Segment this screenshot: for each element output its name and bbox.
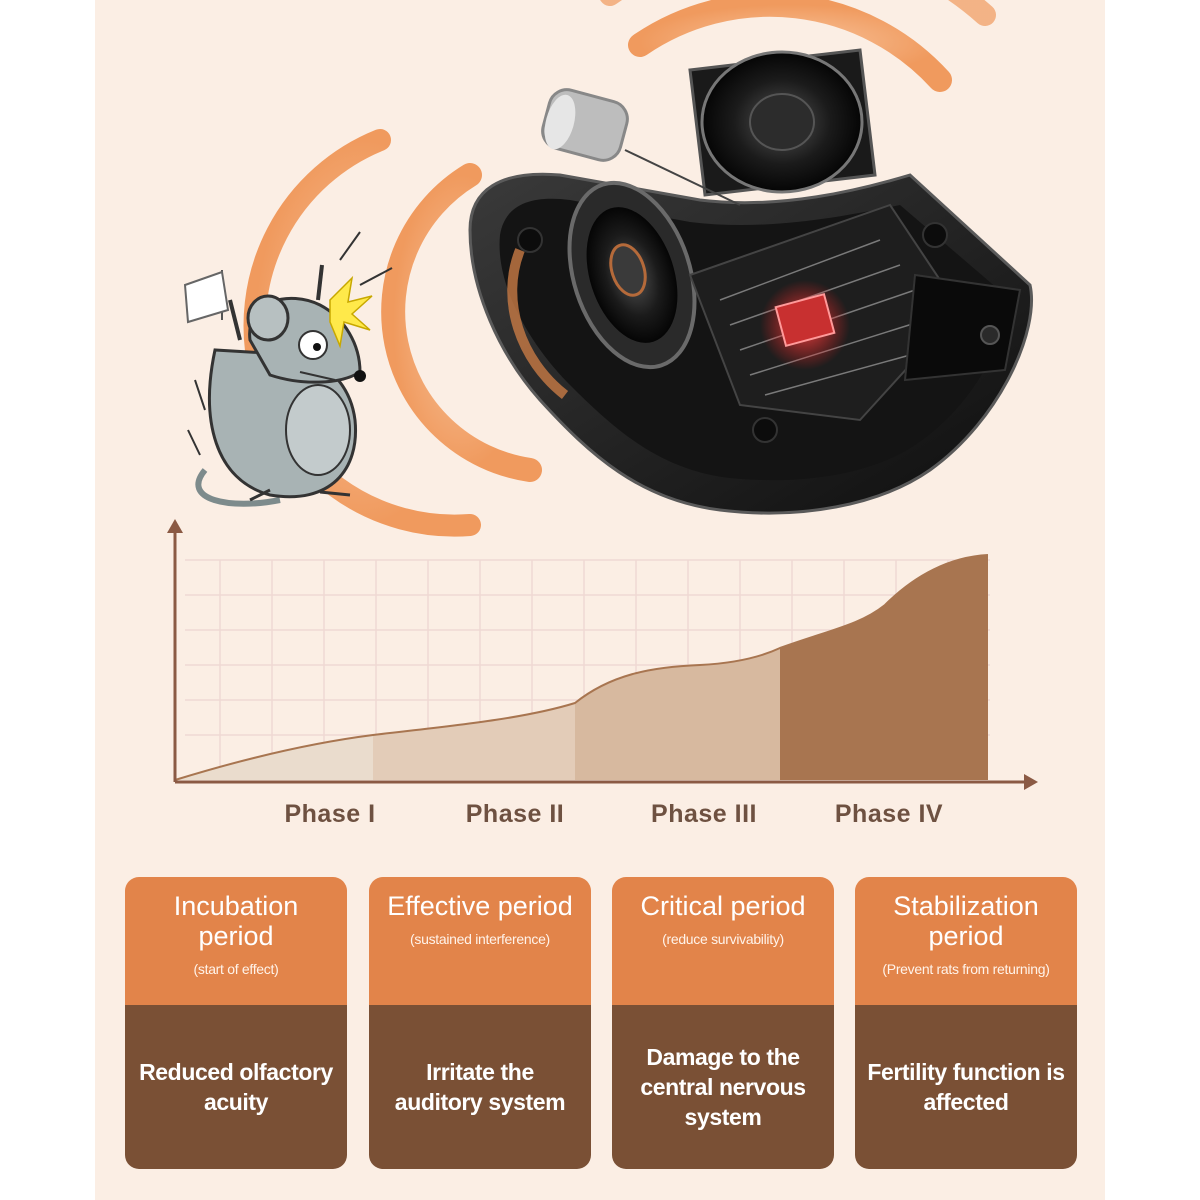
card-description: Reduced olfactory acuity	[139, 1059, 333, 1115]
chart-axes	[167, 519, 1038, 790]
area-phase-1	[175, 735, 373, 780]
card-title: Incubation period	[173, 891, 299, 951]
card-header: Stabilization period (Prevent rats from …	[855, 877, 1077, 1005]
card-description: Damage to the central nervous system	[640, 1044, 806, 1130]
card-header: Incubation period (start of effect)	[125, 877, 347, 1005]
phase-card-stabilization: Stabilization period (Prevent rats from …	[855, 877, 1077, 1169]
phase-label-3: Phase III	[651, 800, 757, 828]
area-phase-2	[373, 703, 575, 780]
card-subtitle: (start of effect)	[193, 961, 279, 977]
ultrasonic-device-icon	[468, 48, 1033, 515]
product-illustration	[183, 0, 1033, 537]
phase-card-incubation: Incubation period (start of effect) Redu…	[125, 877, 347, 1169]
phase-label-4: Phase IV	[834, 800, 944, 828]
card-subtitle: (Prevent rats from returning)	[882, 961, 1050, 977]
card-description: Irritate the auditory system	[394, 1059, 566, 1115]
card-title: Critical period	[640, 891, 806, 921]
phase-label-2: Phase II	[465, 800, 565, 828]
phase-card-critical: Critical period (reduce survivability) D…	[612, 877, 834, 1169]
card-title: Effective period	[387, 891, 573, 921]
area-outline	[174, 554, 989, 781]
card-description: Fertility function is affected	[867, 1059, 1065, 1115]
card-subtitle: (sustained interference)	[410, 931, 550, 947]
card-body: Reduced olfactory acuity	[125, 1005, 347, 1169]
card-header: Critical period (reduce survivability)	[612, 877, 834, 1005]
phase-label-1: Phase I	[284, 800, 376, 828]
card-title: Stabilization period	[893, 891, 1039, 951]
card-body: Fertility function is affected	[855, 1005, 1077, 1169]
card-header: Effective period (sustained interference…	[369, 877, 591, 1005]
card-body: Damage to the central nervous system	[612, 1005, 834, 1169]
phase-card-effective: Effective period (sustained interference…	[369, 877, 591, 1169]
area-phase-4	[780, 555, 988, 780]
card-body: Irritate the auditory system	[369, 1005, 591, 1169]
cartoon-rat-icon	[183, 231, 393, 507]
card-subtitle: (reduce survivability)	[662, 931, 784, 947]
phase-area-chart	[167, 519, 1038, 790]
area-phase-3	[575, 648, 780, 780]
